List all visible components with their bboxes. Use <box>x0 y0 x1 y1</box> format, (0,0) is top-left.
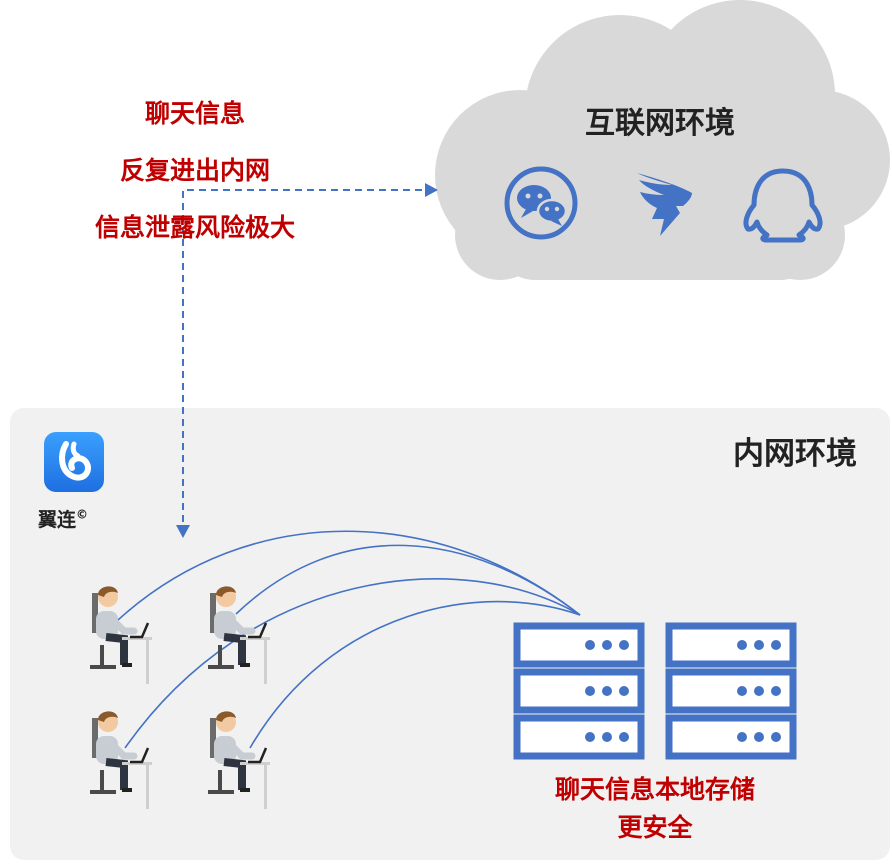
yilian-logo <box>44 432 104 492</box>
dashed-arrow <box>176 183 438 538</box>
worker-4 <box>208 711 270 809</box>
qq-icon <box>743 168 823 243</box>
yilian-logo-mark-symbol: © <box>76 507 89 522</box>
yilian-logo-text: 翼连 <box>38 509 77 531</box>
intranet-environment-title: 内网环境 <box>733 436 857 472</box>
worker-1 <box>90 586 152 684</box>
wechat-icon <box>504 166 578 240</box>
warning-line-1: 聊天信息 <box>144 99 245 128</box>
yilian-logo-mark <box>59 441 92 481</box>
worker-3 <box>90 711 152 809</box>
yilian-logo-label: 翼连© <box>38 505 88 532</box>
warning-line-3: 信息泄露风险极大 <box>94 213 295 242</box>
storage-line-2: 更安全 <box>617 813 693 842</box>
internet-environment-title: 互联网环境 <box>585 106 735 141</box>
server-rack-right <box>665 622 797 760</box>
warning-line-2: 反复进出内网 <box>119 156 270 185</box>
worker-2 <box>208 586 270 684</box>
connection-curves <box>117 530 581 749</box>
dingtalk-icon <box>637 173 692 236</box>
storage-line-1: 聊天信息本地存储 <box>554 775 755 804</box>
server-rack-left <box>513 622 645 760</box>
